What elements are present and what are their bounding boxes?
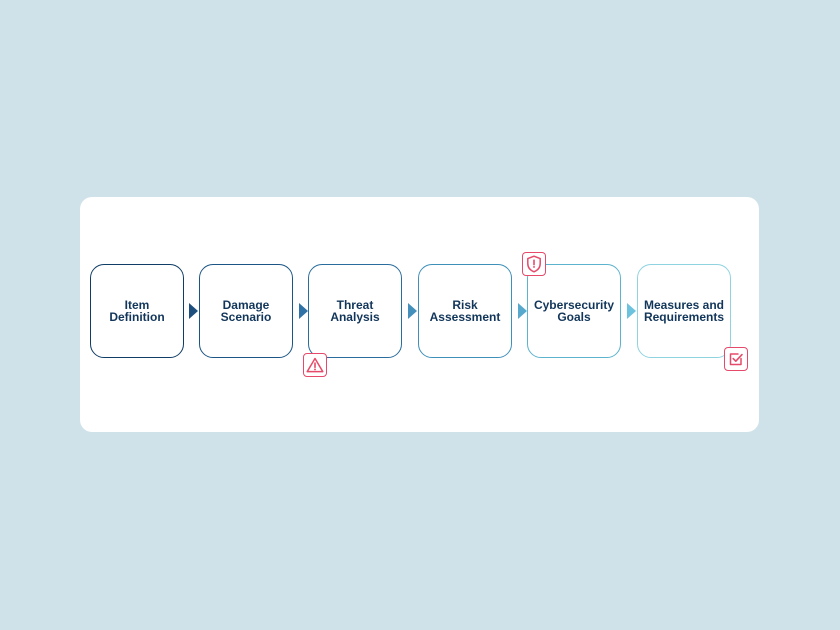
shield-alert-icon bbox=[522, 252, 546, 276]
step-item-definition: Item Definition bbox=[90, 264, 184, 358]
arrow-icon bbox=[627, 303, 636, 319]
checkbox-check-icon bbox=[724, 347, 748, 371]
process-card: Item Definition Damage Scenario Threat A… bbox=[80, 197, 759, 432]
arrow-icon bbox=[408, 303, 417, 319]
step-threat-analysis: Threat Analysis bbox=[308, 264, 402, 358]
step-damage-scenario: Damage Scenario bbox=[199, 264, 293, 358]
step-risk-assessment: Risk Assessment bbox=[418, 264, 512, 358]
warning-triangle-icon bbox=[303, 353, 327, 377]
step-measures-and-requirements: Measures and Requirements bbox=[637, 264, 731, 358]
step-cybersecurity-goals: Cybersecurity Goals bbox=[527, 264, 621, 358]
arrow-icon bbox=[189, 303, 198, 319]
step-label: Threat Analysis bbox=[330, 298, 380, 324]
arrow-icon bbox=[299, 303, 308, 319]
step-label: Risk Assessment bbox=[429, 298, 501, 324]
step-label: Item Definition bbox=[109, 298, 165, 324]
step-label: Measures and Requirements bbox=[643, 298, 725, 324]
arrow-icon bbox=[518, 303, 527, 319]
step-label: Damage Scenario bbox=[220, 298, 272, 324]
step-label: Cybersecurity Goals bbox=[533, 298, 615, 324]
